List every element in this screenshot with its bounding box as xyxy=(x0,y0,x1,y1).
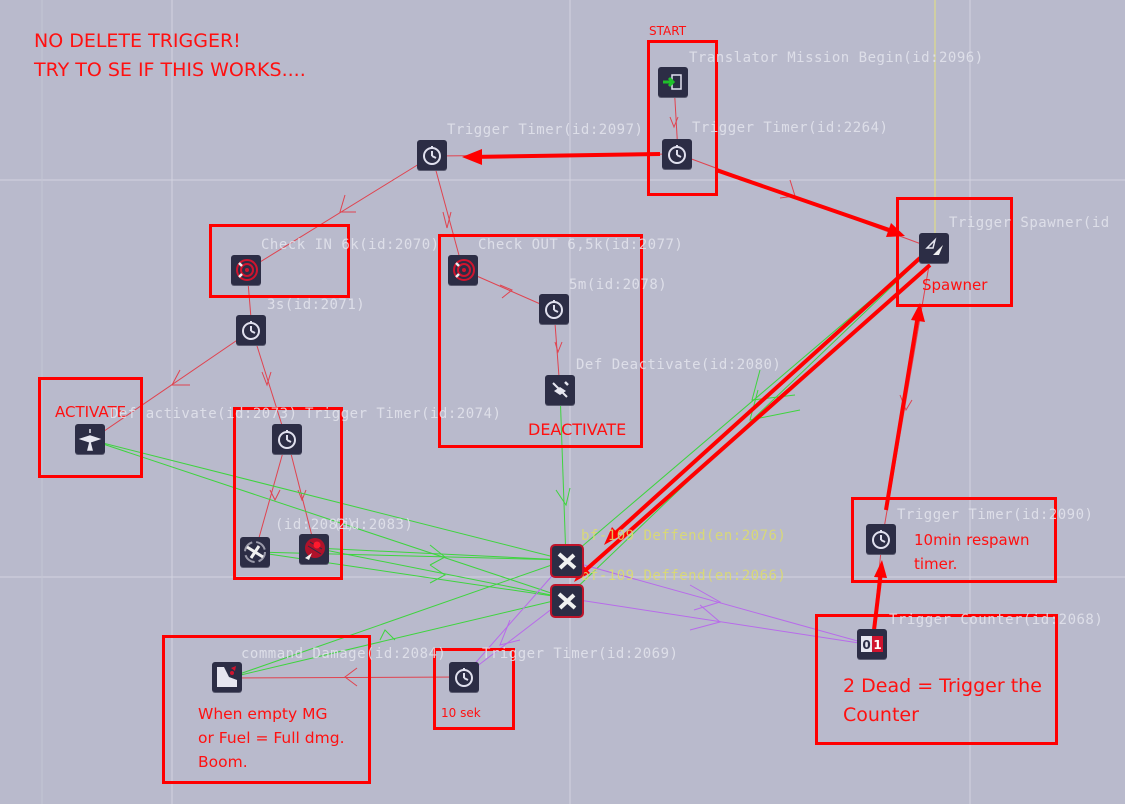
label-cmd-2083: (id:2083) xyxy=(333,517,414,533)
node-cmd-2082[interactable] xyxy=(240,537,270,567)
stopwatch-icon xyxy=(423,146,441,165)
node-timer-2097[interactable] xyxy=(417,140,447,170)
label-spawner: Trigger Spawner(id xyxy=(949,215,1110,231)
activate-icon xyxy=(78,429,102,451)
label-timer-5m: 5m(id:2078) xyxy=(569,277,668,293)
spawner-box xyxy=(896,197,1013,307)
start-box xyxy=(647,40,718,196)
plane-icon xyxy=(557,552,577,570)
label-timer-2097: Trigger Timer(id:2097) xyxy=(447,122,644,138)
counter-annotation-line1: 2 Dead = Trigger the xyxy=(843,675,1042,697)
damage-annotation-line1: When empty MG xyxy=(198,705,328,723)
node-def-activate[interactable] xyxy=(75,424,105,454)
stopwatch-icon xyxy=(668,145,686,164)
stopwatch-icon xyxy=(872,530,890,549)
node-check-out[interactable] xyxy=(448,255,478,285)
node-timer-2264[interactable] xyxy=(662,139,692,169)
damage-icon xyxy=(217,666,237,687)
radar-attack-icon xyxy=(305,538,325,560)
start-annotation: START xyxy=(649,24,687,38)
node-def-deactivate[interactable] xyxy=(545,375,575,405)
label-bf109-2066: bf-109 Deffend(en:2066) xyxy=(581,568,787,584)
stopwatch-icon xyxy=(278,430,296,449)
node-timer-2074[interactable] xyxy=(272,424,302,454)
stopwatch-icon xyxy=(242,321,260,340)
stopwatch-icon xyxy=(455,668,473,687)
enter-icon xyxy=(663,74,682,90)
ten-sec-annotation: 10 sek xyxy=(441,706,481,720)
damage-annotation-line3: Boom. xyxy=(198,753,248,771)
ten-sec-box xyxy=(433,648,515,730)
activate-box xyxy=(38,377,143,478)
label-timer-2074: Trigger Timer(id:2074) xyxy=(305,406,502,422)
label-timer-3s: 3s(id:2071) xyxy=(267,297,366,313)
deactivate-annotation: DEACTIVATE xyxy=(528,420,627,439)
purple-links xyxy=(462,559,873,678)
radar-icon xyxy=(236,259,258,281)
node-cmd-damage[interactable] xyxy=(212,662,242,692)
stopwatch-icon xyxy=(545,300,563,319)
label-check-in: Check IN 6k(id:2070) xyxy=(261,237,440,253)
node-check-in[interactable] xyxy=(231,255,261,285)
counter-box xyxy=(815,614,1058,745)
green-links xyxy=(90,247,933,679)
node-timer-2090[interactable] xyxy=(866,524,896,554)
spawner-icon xyxy=(925,237,943,255)
damage-box xyxy=(162,635,371,784)
node-mission-begin[interactable] xyxy=(658,67,688,97)
label-def-activate: Def activate(id:2073) xyxy=(110,406,298,422)
node-timer-3s[interactable] xyxy=(236,315,266,345)
deactivate-box xyxy=(438,234,643,448)
respawn-annotation-line2: timer. xyxy=(914,555,958,573)
timer-commands-box xyxy=(233,407,343,580)
annotation-arrows xyxy=(462,149,932,631)
node-timer-5m[interactable] xyxy=(539,294,569,324)
respawn-annotation-line1: 10min respawn xyxy=(914,531,1030,549)
node-counter-2068[interactable]: 0 1 xyxy=(857,629,887,659)
plane-cycle-icon xyxy=(244,541,266,563)
damage-annotation-line2: or Fuel = Full dmg. xyxy=(198,729,345,747)
node-bf109-2076[interactable] xyxy=(552,546,582,576)
counter-icon: 0 1 xyxy=(861,636,883,652)
node-bf109-2066[interactable] xyxy=(552,586,582,616)
radar-icon xyxy=(453,259,475,281)
label-def-deactivate: Def Deactivate(id:2080) xyxy=(576,357,782,373)
label-bf109-2076: bf-109 Deffend(en:2076) xyxy=(581,528,787,544)
label-cmd-damage: command Damage(id:2084) xyxy=(241,646,447,662)
counter-digit-a: 0 xyxy=(862,638,870,652)
counter-digit-b: 1 xyxy=(873,638,881,652)
node-spawner[interactable] xyxy=(919,233,949,263)
activate-annotation: ACTIVATE xyxy=(55,403,127,421)
label-timer-2069: Trigger Timer(id:2069) xyxy=(482,646,679,662)
node-cmd-2083[interactable] xyxy=(299,534,329,564)
plane-icon xyxy=(557,592,577,610)
label-check-out: Check OUT 6,5k(id:2077) xyxy=(478,237,684,253)
label-timer-2090: Trigger Timer(id:2090) xyxy=(897,507,1094,523)
node-timer-2069[interactable] xyxy=(449,662,479,692)
respawn-timer-box xyxy=(851,497,1057,583)
header-note-line1: NO DELETE TRIGGER! xyxy=(34,30,241,52)
spawner-annotation: Spawner xyxy=(922,276,988,294)
label-timer-2264: Trigger Timer(id:2264) xyxy=(692,120,889,136)
header-note-line2: TRY TO SE IF THIS WORKS.... xyxy=(34,59,306,81)
check-in-box xyxy=(209,224,350,298)
label-cmd-2082: (id:2082) xyxy=(275,517,356,533)
deactivate-icon xyxy=(552,381,569,398)
label-mission-begin: Translator Mission Begin(id:2096) xyxy=(689,50,984,66)
counter-annotation-line2: Counter xyxy=(843,704,919,726)
label-counter-2068: Trigger Counter(id:2068) xyxy=(889,612,1104,628)
